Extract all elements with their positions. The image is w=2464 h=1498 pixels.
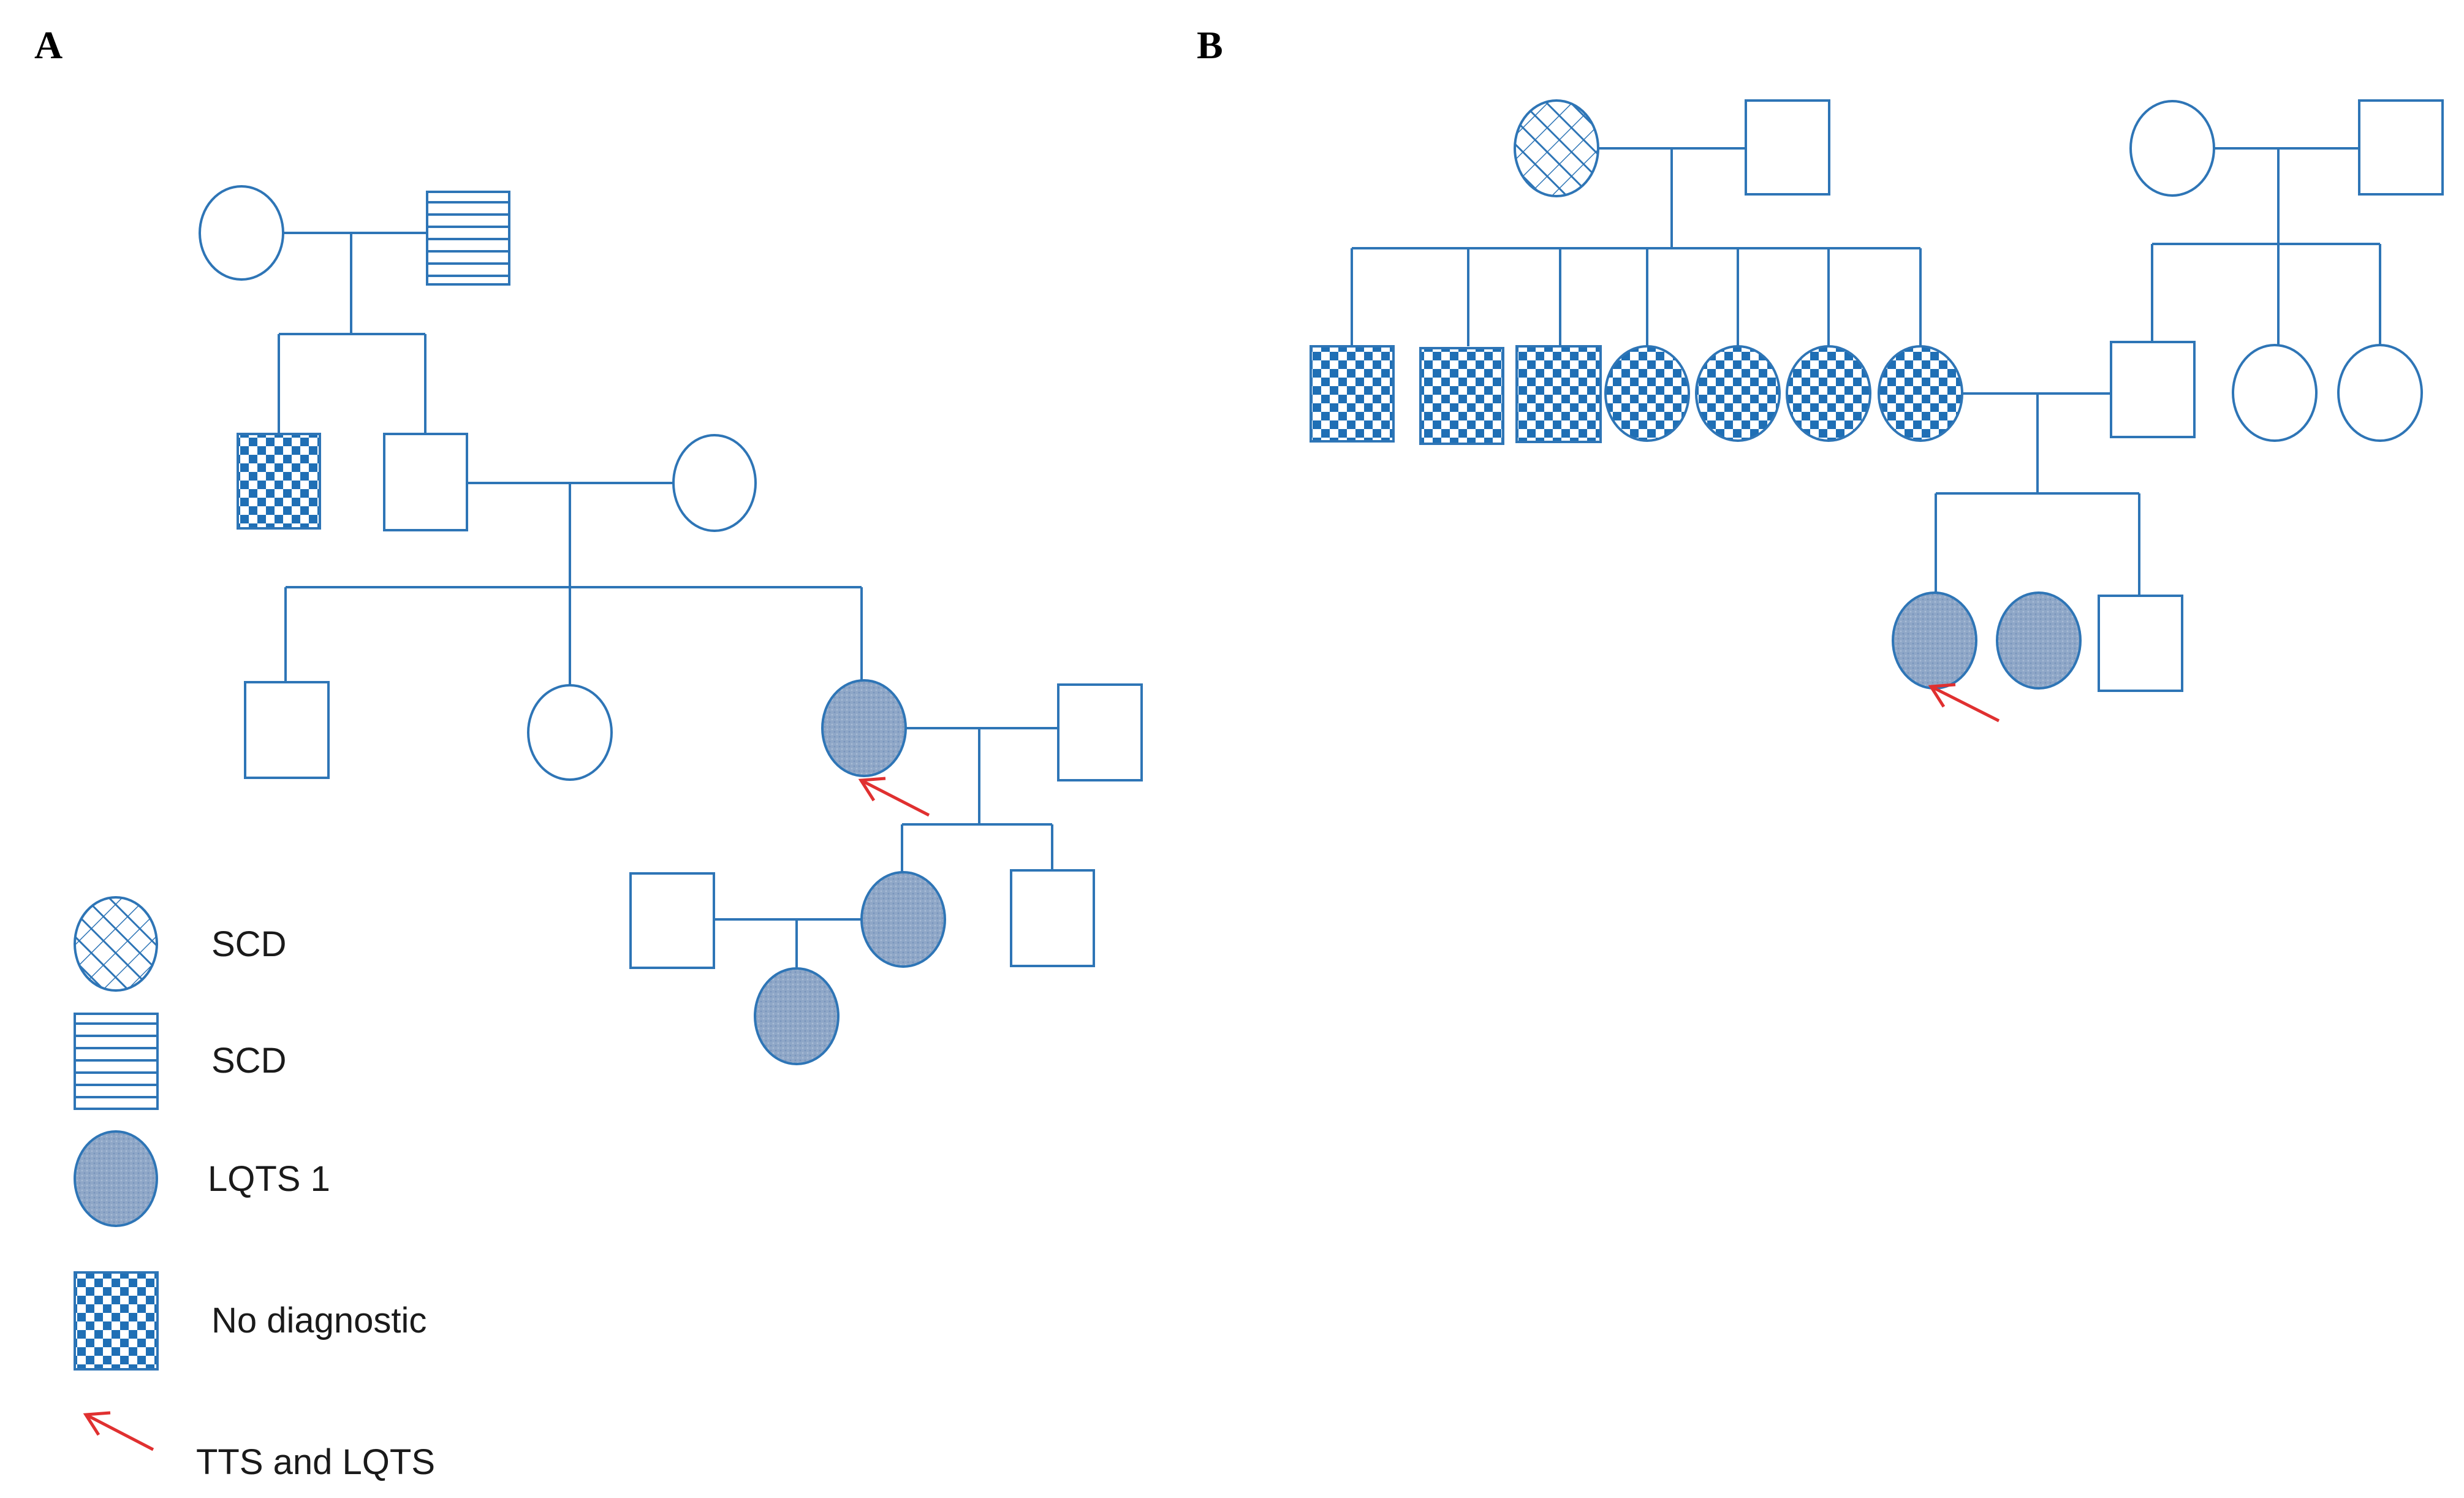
a-gen4-daughter-lqts1 (860, 871, 946, 968)
b-gen1-father (1745, 99, 1830, 196)
a-gen3-daughter (527, 684, 613, 781)
b-gen3-proband-lqts1 (1892, 591, 1977, 690)
pedigree-a (199, 185, 1143, 1065)
panel-label-b: B (1197, 23, 1223, 67)
b-gen2-daughter-1-no-diagnostic (1604, 345, 1690, 442)
a-gen2-son (383, 433, 468, 531)
legend-label-lqts1: LQTS 1 (208, 1159, 330, 1199)
legend-label-scd-female: SCD (211, 924, 286, 964)
panel-label-a: A (34, 23, 63, 67)
legend-lqts1-circle-icon (74, 1130, 158, 1227)
b-gen1-spouse-mother (2129, 100, 2215, 197)
b-gen2-daughter-4-no-diagnostic (1878, 345, 1963, 442)
b-gen3-son (2098, 595, 2183, 692)
a-gen2-son-no-diagnostic (237, 433, 321, 530)
a-gen5-granddaughter-lqts1 (754, 967, 840, 1065)
a-gen2-spouse (672, 434, 757, 532)
pedigree-b-lines (1351, 147, 2381, 596)
legend: SCD SCD LQTS 1 No diagnostic TTS and LQT… (74, 896, 435, 1482)
legend-scd-square-icon (74, 1013, 159, 1110)
b-gen1-mother-scd (1514, 99, 1599, 197)
b-gen2-daughter-2-no-diagnostic (1695, 345, 1781, 442)
legend-label-scd-male: SCD (211, 1041, 286, 1081)
a-gen1-father-scd (426, 191, 510, 286)
a-gen3-proband-lqts1 (821, 679, 907, 777)
a-gen3-proband-spouse (1057, 683, 1143, 781)
a-gen4-daughter-spouse (629, 872, 715, 969)
b-gen1-spouse-father (2358, 99, 2444, 196)
legend-label-tts-and-lqts: TTS and LQTS (196, 1442, 435, 1482)
pedigree-b (1310, 99, 2444, 723)
a-gen1-mother (199, 185, 284, 281)
legend-scd-circle-icon (74, 896, 158, 992)
b-proband-arrow-icon (1928, 683, 2000, 723)
b-gen3-daughter-lqts1 (1996, 591, 2082, 690)
b-gen2-spouse (2110, 341, 2196, 438)
b-gen2-son-1-no-diagnostic (1310, 345, 1395, 443)
b-gen2-son-2-no-diagnostic (1419, 347, 1504, 445)
a-gen3-son (244, 681, 330, 779)
b-gen2-son-3-no-diagnostic (1515, 345, 1602, 443)
pedigree-a-lines (278, 232, 1058, 967)
legend-label-no-diagnostic: No diagnostic (211, 1301, 426, 1340)
legend-arrow-icon (83, 1411, 154, 1451)
a-proband-arrow-icon (858, 777, 930, 817)
a-gen4-son (1010, 869, 1095, 967)
b-gen2-daughter-3-no-diagnostic (1786, 345, 1871, 442)
b-gen2-sister-2 (2337, 344, 2423, 442)
legend-no-diagnostic-square-icon (74, 1271, 159, 1371)
b-gen2-sister-1 (2232, 344, 2318, 442)
